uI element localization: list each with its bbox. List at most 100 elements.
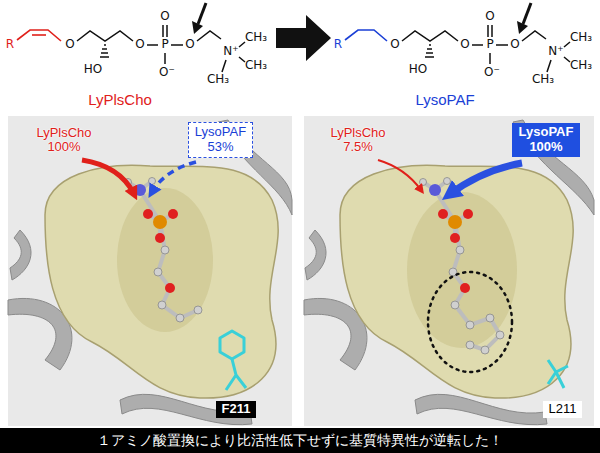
r-group: R [334, 38, 342, 51]
residue-box: L211 [543, 401, 582, 418]
node-text: LysoPAF 53% [195, 125, 246, 155]
ligand-molecule [456, 246, 464, 254]
protein-panel [8, 116, 594, 426]
ligand-molecule [451, 301, 459, 309]
node-text: １アミノ酸置換により比活性低下せずに基質特異性が逆転した！ [97, 432, 503, 448]
compound-name: LysoPAF [415, 92, 474, 109]
ligand-molecule [460, 283, 470, 293]
bond-skeleton [198, 3, 206, 24]
reaction-arrow [276, 15, 331, 61]
bond-skeleton [192, 21, 203, 34]
atom-label: CH₃ [245, 31, 267, 44]
atom-label: O [390, 38, 399, 51]
ligand-molecule [448, 215, 462, 229]
ligand-molecule [481, 346, 489, 354]
atom-label: CH₃ [570, 31, 592, 44]
ligand-molecule [125, 178, 505, 355]
protein-panel [8, 116, 292, 426]
ribbon [10, 230, 31, 280]
substrate-arrow [82, 160, 522, 194]
atom-label: O [185, 38, 194, 51]
substrate-arrow [152, 162, 196, 192]
pocket-surface [45, 165, 573, 398]
ligand-molecule [168, 209, 178, 219]
ligand-molecule [155, 233, 165, 243]
dotted-outline [428, 272, 512, 372]
residue-box: F211 [216, 401, 256, 418]
atom-label: N⁺ [548, 45, 563, 58]
ligand-molecule [134, 184, 441, 196]
pocket-surface [340, 165, 573, 398]
bond-skeleton [163, 25, 167, 37]
ligand-molecule [429, 184, 441, 196]
ligand-molecule [153, 215, 167, 229]
atom-label: HO [409, 63, 427, 76]
atom-label: O [65, 38, 74, 51]
banner: １アミノ酸置換により比活性低下せずに基質特異性が逆転した！ [0, 428, 600, 453]
vinyl-ether-bonds [32, 34, 46, 36]
ligand-molecule [128, 181, 500, 350]
residue-sticks [226, 359, 246, 390]
ribbon [8, 120, 594, 425]
atom-label: CH₃ [245, 59, 267, 72]
atom-label: O⁻ [484, 66, 500, 79]
atom-label: O [135, 38, 144, 51]
substrate-arrow [450, 163, 522, 194]
atom-label: O [485, 10, 494, 23]
pocket-surface [407, 192, 517, 348]
bond-skeleton [197, 31, 221, 41]
pocket-surface [45, 165, 278, 398]
bond-skeleton [100, 45, 109, 57]
ribbon [415, 394, 547, 424]
atom-label: O [460, 38, 469, 51]
ligand-molecule [153, 215, 462, 229]
bond-skeleton [147, 44, 158, 46]
node-text: F211 [221, 402, 251, 417]
vinyl-ether-bonds [17, 30, 61, 41]
ligand-molecule [420, 179, 427, 186]
atom-label: P [161, 38, 168, 51]
ligand-molecule [143, 209, 473, 293]
alkyl-ether-bonds [345, 30, 387, 41]
r-group: R [6, 38, 14, 51]
ligand-molecule [463, 209, 473, 219]
protein-panel [304, 116, 594, 426]
ligand-molecule [140, 190, 198, 318]
residue-sticks [548, 360, 568, 388]
alkyl-ether-bonds [345, 30, 387, 41]
highlight-box: LysoPAF 100% [512, 123, 580, 157]
atom-label: O [160, 10, 169, 23]
ribbon [120, 394, 252, 424]
ligand-molecule [176, 314, 184, 322]
bond-skeleton [402, 3, 570, 72]
substrate-arrow [378, 160, 421, 190]
bond-skeleton [171, 44, 183, 46]
ribbon [305, 230, 326, 280]
bond-skeleton [222, 42, 245, 72]
activity-label: LyPlsCho 7.5% [330, 126, 385, 155]
node-text: LysoPAF 100% [519, 125, 574, 155]
ligand-molecule [444, 178, 451, 185]
activity-label: LyPlsCho 100% [36, 126, 91, 155]
ligand-molecule [165, 283, 175, 293]
ligand-molecule [143, 209, 153, 219]
dashed-box: LysoPAF 53% [188, 122, 253, 158]
residue-sticks [220, 331, 244, 359]
ligand-molecule [438, 209, 448, 219]
ligand-molecule [149, 178, 156, 185]
atom-label: HO [84, 63, 102, 76]
pocket-surface [117, 188, 213, 332]
ligand-molecule [496, 331, 504, 339]
residue-sticks [220, 331, 568, 390]
bond-skeleton [77, 31, 133, 41]
atom-label: O⁻ [159, 66, 175, 79]
atom-label: P [486, 38, 493, 51]
vinyl-ether-bonds [17, 30, 61, 41]
ligand-molecule [466, 341, 474, 349]
bond-skeleton [77, 3, 245, 72]
ligand-molecule [435, 190, 500, 350]
ligand-molecule [450, 233, 460, 243]
ligand-molecule [125, 178, 505, 355]
ligand-molecule [194, 306, 202, 314]
